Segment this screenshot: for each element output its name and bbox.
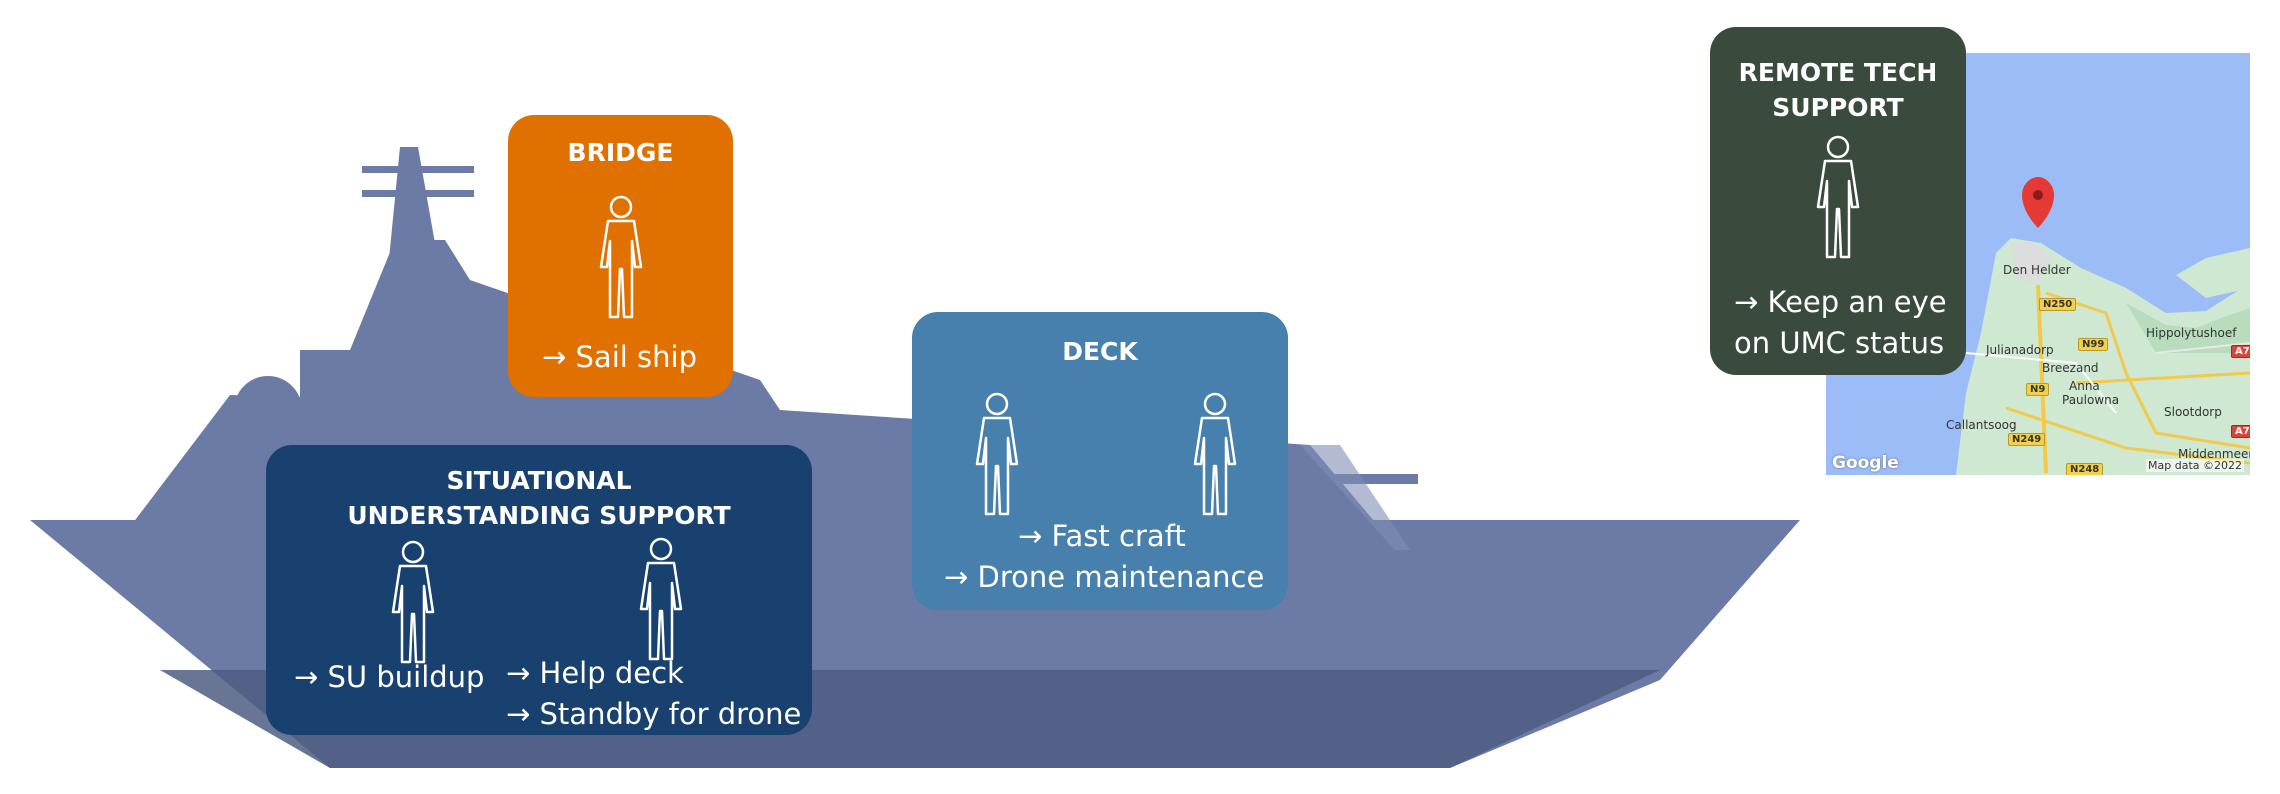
deck-task-fast-craft: → Fast craft [1018, 519, 1186, 553]
deck-box: DECK → Fast craft → Drone maintenance [912, 312, 1288, 610]
remote-title-line1: REMOTE TECH [1738, 58, 1938, 87]
road-n250: N250 [2039, 298, 2077, 311]
su-task-buildup: → SU buildup [294, 660, 485, 694]
su-title-line1: SITUATIONAL [446, 466, 632, 495]
map-attribution: Map data ©2022 [2146, 459, 2244, 472]
su-support-box: SITUATIONAL UNDERSTANDING SUPPORT → SU b… [266, 445, 812, 735]
road-n249: N249 [2008, 433, 2046, 446]
map-label-hippolytushoef: Hippolytushoef [2146, 326, 2237, 340]
ship-bow-highlight [1300, 445, 1410, 550]
bridge-task: → Sail ship [542, 340, 697, 374]
road-a7-top: A7 [2231, 345, 2250, 358]
remote-tech-support-box: REMOTE TECH SUPPORT → Keep an eye on UMC… [1710, 27, 1966, 375]
road-n248: N248 [2066, 463, 2104, 475]
mast-yard-lower [362, 190, 474, 197]
map-label-julianadorp: Julianadorp [1986, 343, 2054, 357]
person-icon [388, 540, 438, 664]
google-logo: Google [1832, 453, 1899, 473]
map-label-den-helder: Den Helder [2003, 263, 2071, 277]
map-label-paulowna: Paulowna [2062, 393, 2120, 407]
road-n9: N9 [2026, 383, 2050, 396]
bridge-box: BRIDGE → Sail ship [508, 115, 733, 397]
road-a7-bottom: A7 [2231, 425, 2250, 438]
person-icon [596, 195, 646, 319]
map-label-callantsoog: Callantsoog [1946, 418, 2017, 432]
person-icon [636, 537, 686, 661]
person-icon [1190, 392, 1240, 516]
road-n99: N99 [2078, 338, 2109, 351]
remote-task-line1: → Keep an eye [1734, 285, 1947, 319]
person-icon [972, 392, 1022, 516]
bow-gun [1310, 474, 1418, 484]
remote-task-line2: on UMC status [1734, 326, 1945, 360]
map-label-slootdorp: Slootdorp [2164, 405, 2222, 419]
su-task-help-deck: → Help deck [506, 656, 684, 690]
map-label-breezand: Breezand [2042, 361, 2099, 375]
remote-title-line2: SUPPORT [1772, 93, 1904, 122]
su-title-line2: UNDERSTANDING SUPPORT [347, 501, 731, 530]
map-label-middenmeer: Middenmeer [2178, 447, 2250, 461]
su-task-standby-drone: → Standby for drone [506, 697, 802, 731]
deck-title: DECK [1062, 337, 1138, 366]
map-label-anna: Anna [2069, 379, 2100, 393]
deck-task-drone-maintenance: → Drone maintenance [944, 560, 1265, 594]
person-icon [1813, 135, 1863, 259]
mast-yard-upper [362, 166, 474, 173]
bridge-title: BRIDGE [567, 138, 674, 167]
map-pin-icon [2022, 177, 2054, 228]
